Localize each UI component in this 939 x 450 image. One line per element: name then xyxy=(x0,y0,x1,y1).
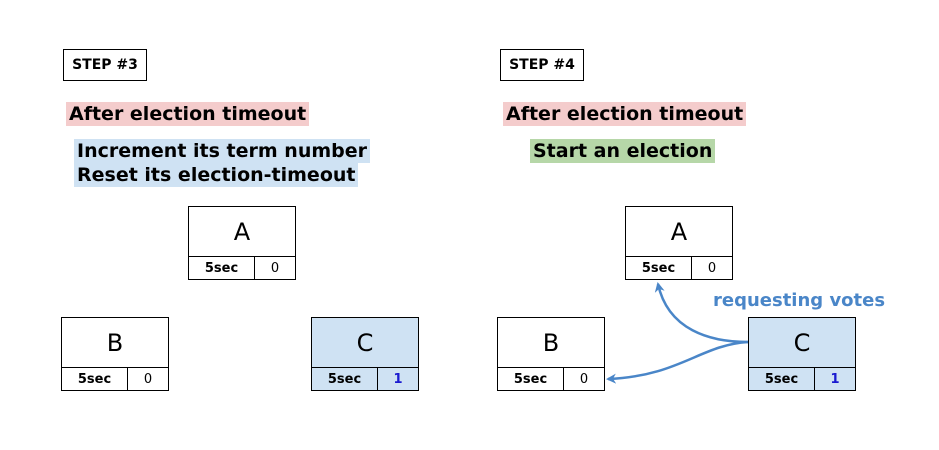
node-timeout: 5sec xyxy=(749,368,815,390)
node-term: 0 xyxy=(707,260,717,276)
step3-node-c: C 5sec 1 xyxy=(311,317,419,391)
step3-increment-term-text: Increment its term number xyxy=(74,139,371,163)
node-name: C xyxy=(312,318,418,368)
step3-node-b: B 5sec 0 xyxy=(61,317,169,391)
arrow-to-node-b xyxy=(606,340,749,384)
node-term-changed: 1 xyxy=(393,371,403,387)
step4-node-a: A 5sec 0 xyxy=(625,206,733,280)
node-timeout: 5sec xyxy=(312,368,378,390)
node-timeout: 5sec xyxy=(498,368,564,390)
node-term: 0 xyxy=(270,260,280,276)
step3-label: STEP #3 xyxy=(63,49,147,81)
step3-node-a: A 5sec 0 xyxy=(188,206,296,280)
step4-node-b: B 5sec 0 xyxy=(497,317,605,391)
node-name: A xyxy=(626,207,732,257)
step4-after-timeout-text: After election timeout xyxy=(503,102,747,126)
node-name: A xyxy=(189,207,295,257)
node-name: B xyxy=(498,318,604,368)
node-name: C xyxy=(749,318,855,368)
node-timeout: 5sec xyxy=(189,257,255,279)
step3-after-timeout-text: After election timeout xyxy=(66,102,310,126)
requesting-votes-caption: requesting votes xyxy=(713,290,886,311)
step3-reset-timeout-text: Reset its election-timeout xyxy=(74,163,359,187)
node-timeout: 5sec xyxy=(626,257,692,279)
step4-node-c: C 5sec 1 xyxy=(748,317,856,391)
arrow-to-node-a xyxy=(654,282,749,344)
step4-label: STEP #4 xyxy=(500,49,584,81)
node-term: 0 xyxy=(143,371,153,387)
step4-start-election-text: Start an election xyxy=(530,139,716,163)
node-timeout: 5sec xyxy=(62,368,128,390)
node-term-changed: 1 xyxy=(830,371,840,387)
node-term: 0 xyxy=(579,371,589,387)
node-name: B xyxy=(62,318,168,368)
